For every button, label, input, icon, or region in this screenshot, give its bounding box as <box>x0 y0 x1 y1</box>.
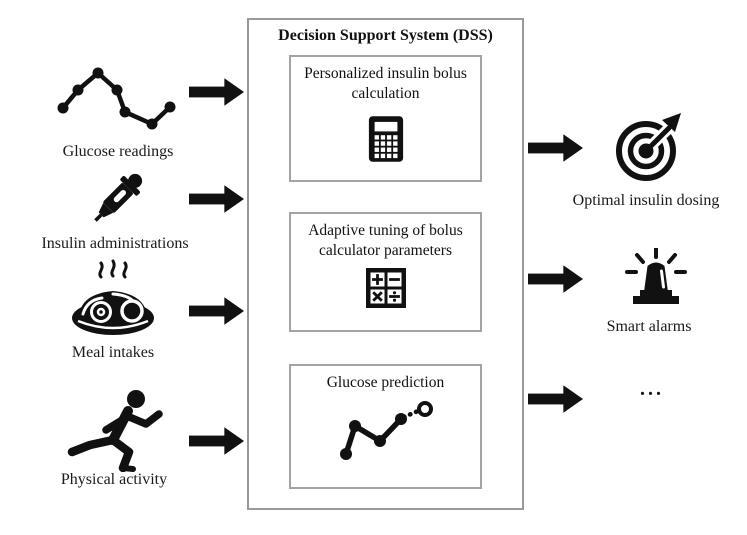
module-label-adaptive-tuning: Adaptive tuning of bolus calculator para… <box>308 222 463 259</box>
input-label-insulin-administrations: Insulin administrations <box>41 235 189 252</box>
arrow-input-meal <box>189 297 244 325</box>
arrow-input-glucose <box>189 78 244 106</box>
target-dart-icon <box>616 113 683 181</box>
module-box-adaptive-tuning: Adaptive tuning of bolus calculator para… <box>289 212 482 332</box>
glucose-prediction-chart-icon <box>339 401 433 460</box>
input-label-physical-activity: Physical activity <box>60 471 168 488</box>
module-box-bolus-calculation: Personalized insulin bolus calculation <box>289 55 482 182</box>
siren-icon <box>625 248 687 304</box>
output-label-smart-alarms: Smart alarms <box>606 318 692 335</box>
runner-icon <box>67 390 163 472</box>
glucose-readings-chart-icon <box>57 67 176 130</box>
arrow-output-alarms <box>528 265 583 293</box>
module-label-glucose-prediction: Glucose prediction <box>326 374 445 391</box>
arrow-input-activity <box>189 427 244 455</box>
input-label-meal-intakes: Meal intakes <box>71 344 155 361</box>
module-box-glucose-prediction: Glucose prediction <box>289 364 482 489</box>
arrow-output-other <box>528 385 583 413</box>
dss-container-box: Decision Support System (DSS) Personaliz… <box>247 18 524 510</box>
insulin-syringe-icon <box>94 173 143 222</box>
arrow-input-insulin <box>189 185 244 213</box>
calculator-icon <box>368 116 403 162</box>
module-label-bolus-calculation: Personalized insulin bolus calculation <box>304 65 467 102</box>
meal-plate-icon <box>72 259 154 335</box>
dss-title: Decision Support System (DSS) <box>278 27 493 44</box>
arrow-output-dosing <box>528 134 583 162</box>
arithmetic-operations-icon <box>365 268 406 308</box>
output-label-ellipsis: ... <box>640 378 664 400</box>
output-label-optimal-insulin-dosing: Optimal insulin dosing <box>572 192 720 209</box>
input-label-glucose-readings: Glucose readings <box>62 143 174 160</box>
